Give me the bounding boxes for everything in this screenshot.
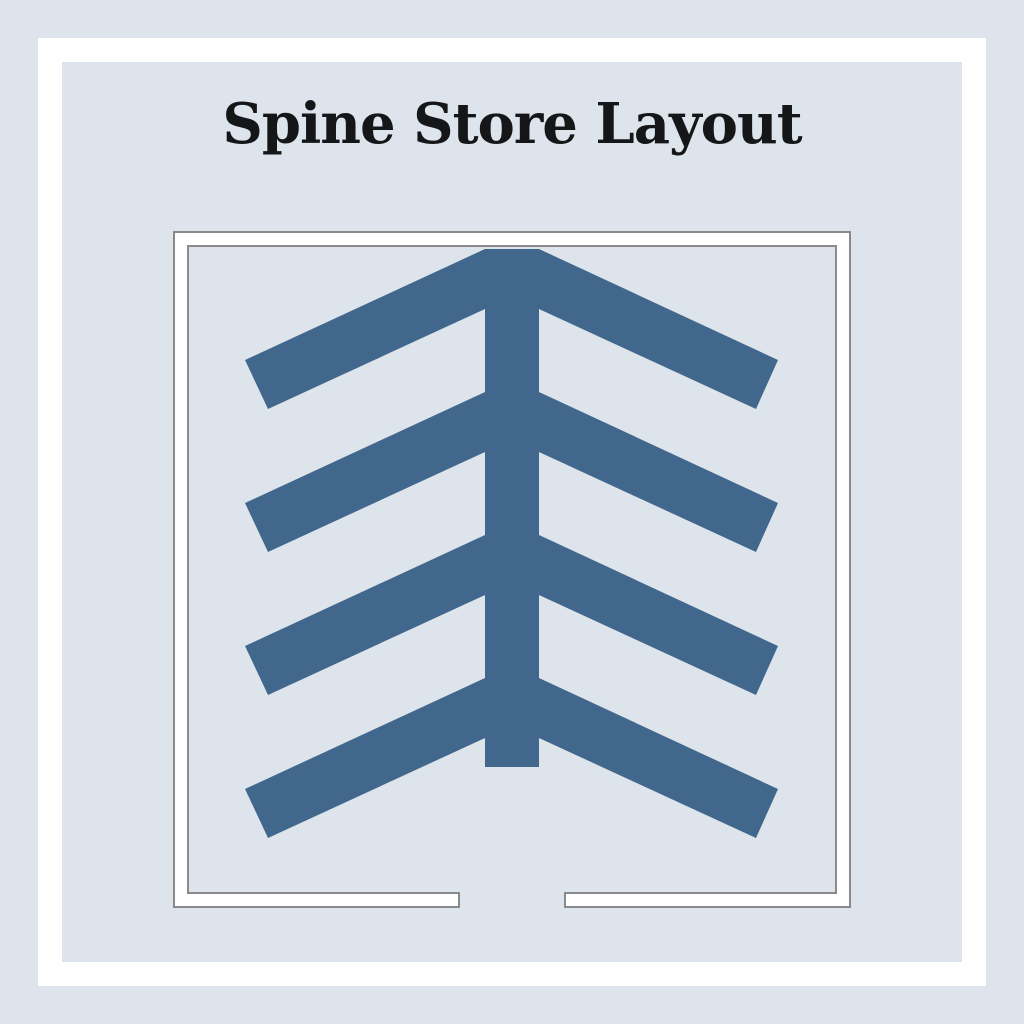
rib-left-1 [245, 249, 512, 409]
rib-right-3 [539, 535, 778, 695]
wall-fill [175, 233, 849, 906]
rib-left-4 [245, 678, 485, 838]
ribs [245, 249, 778, 838]
rib-right-1 [512, 249, 778, 409]
central-spine [485, 249, 539, 767]
store-walls [173, 231, 851, 908]
rib-left-2 [245, 392, 485, 552]
page-title: Spine Store Layout [222, 91, 802, 157]
rib-left-3 [245, 535, 485, 695]
rib-right-4 [539, 678, 778, 838]
rib-right-2 [539, 392, 778, 552]
